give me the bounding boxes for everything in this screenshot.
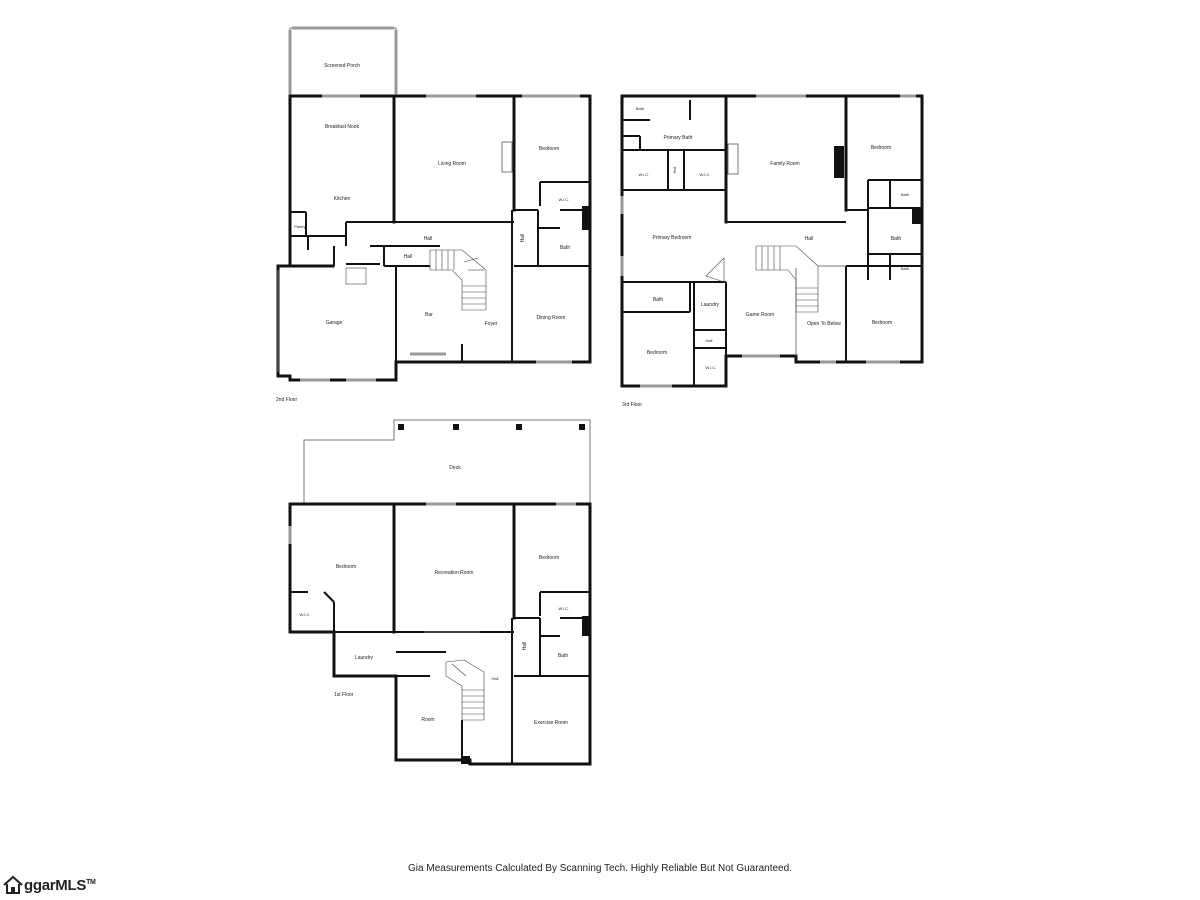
floor-2nd — [276, 26, 592, 382]
disclaimer-text: Gia Measurements Calculated By Scanning … — [408, 863, 792, 874]
label-open-to-below: Open To Below — [807, 321, 841, 327]
logo-text: ggarMLSTM — [24, 876, 96, 894]
label-bedroom-bottom-left: Bedroom — [647, 350, 667, 356]
label-hall-c: Hall — [520, 234, 526, 243]
label-exercise-room: Exercise Room — [534, 720, 568, 726]
floor-3rd — [620, 94, 924, 388]
label-bedroom-right: Bedroom — [539, 555, 559, 561]
label-dining-room: Dining Room — [537, 315, 566, 321]
house-icon — [3, 875, 23, 894]
label-laundry-1st: Laundry — [355, 655, 374, 661]
label-wic-left: W.I.C. — [639, 172, 650, 177]
label-bedroom-bottom-right: Bedroom — [872, 320, 892, 326]
label-wic-tiny: W.I.C. — [706, 365, 717, 370]
mls-logo: ggarMLSTM — [2, 872, 96, 898]
label-primary-bath: Primary Bath — [664, 135, 693, 141]
label-laundry: Laundry — [701, 302, 720, 308]
label-screened-porch: Screened Porch — [324, 63, 360, 69]
label-wic: W.I.C. — [559, 197, 570, 202]
label-recreation-room: Recreation Room — [435, 570, 474, 576]
label-kitchen: Kitchen — [334, 196, 351, 202]
label-deck: Deck — [449, 465, 461, 471]
floor-label-1st: 1st Floor — [334, 692, 354, 698]
floor-label-2nd: 2nd Floor — [276, 397, 297, 403]
label-bar: Bar — [425, 312, 433, 318]
floor-1st — [288, 419, 592, 766]
label-hall-b: Hall — [404, 254, 413, 260]
label-hall-v: Hall — [522, 642, 528, 651]
label-room: Room — [421, 717, 434, 723]
label-bedroom: Bedroom — [539, 146, 559, 152]
label-hall-tiny: Hall — [706, 338, 713, 343]
label-hall-h: Hall — [492, 676, 499, 681]
label-bath-r1: Bath — [901, 192, 909, 197]
label-hall-small: Hall — [672, 166, 677, 173]
label-garage: Garage — [326, 320, 343, 326]
label-bath-1st: Bath — [558, 653, 569, 659]
label-bath-r2: Bath — [891, 236, 902, 242]
label-family-room: Family Room — [770, 161, 799, 167]
label-hall: Hall — [805, 236, 814, 242]
floor-label-3rd: 3rd Floor — [622, 402, 642, 408]
floor-labels: 2nd Floor 3rd Floor 1st Floor — [276, 397, 642, 698]
label-game-room: Game Room — [746, 312, 774, 318]
label-wic-right: W.I.C. — [700, 172, 711, 177]
label-bedroom-top-right: Bedroom — [871, 145, 891, 151]
label-living-room: Living Room — [438, 161, 466, 167]
label-wic-right-1st: W.I.C. — [559, 606, 570, 611]
room-labels: Screened Porch Breakfast Nook Living Roo… — [294, 63, 909, 726]
label-breakfast-nook: Breakfast Nook — [325, 124, 360, 130]
label-bath-r3: Bath — [901, 266, 909, 271]
label-bath-left: Bath — [653, 297, 664, 303]
label-primary-bedroom: Primary Bedroom — [653, 235, 692, 241]
label-pantry: Pantry — [294, 224, 306, 229]
label-bedroom-left: Bedroom — [336, 564, 356, 570]
label-hall-a: Hall — [424, 236, 433, 242]
label-foyer: Foyer — [485, 321, 498, 327]
label-bath: Bath — [560, 245, 571, 251]
label-bath-top-left: Bath — [636, 106, 644, 111]
label-wic-left-1st: W.I.C. — [300, 612, 311, 617]
